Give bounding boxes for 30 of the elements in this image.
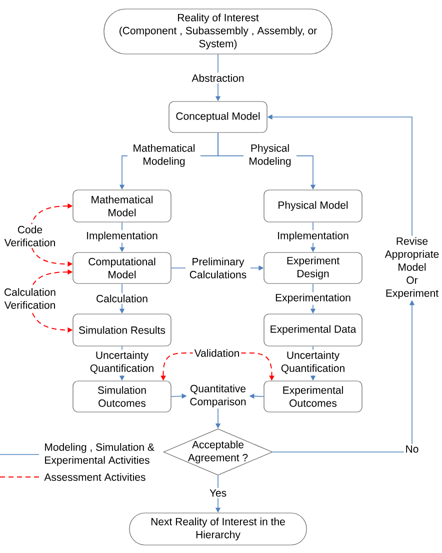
process-box: Mathematical Model [72, 190, 172, 222]
edge-label: Physical Modeling [244, 142, 296, 168]
process-box: Experiment Design [264, 252, 362, 284]
edge-label: Code Verification [0, 224, 60, 248]
process-box: Conceptual Model [168, 101, 268, 133]
legend-text: Assessment Activities [44, 473, 146, 481]
edge-label: Yes [208, 488, 228, 498]
edge-label: Uncertainty Quantification [276, 350, 350, 376]
edge-label: Calculation [94, 293, 150, 304]
edge-label: Implementation [84, 230, 160, 243]
edge-label: Abstraction [190, 72, 246, 84]
process-box: Simulation Outcomes [72, 380, 172, 412]
process-box: Experimental Outcomes [264, 380, 362, 412]
edge-label: No [404, 444, 420, 454]
process-box: Experimental Data [264, 314, 362, 346]
edge-label: Implementation [276, 230, 350, 243]
process-box: Physical Model [264, 190, 362, 222]
process-box: Computational Model [72, 252, 172, 284]
step-label: Revise Appropriate Model Or Experiment [384, 237, 439, 299]
edge-label: Mathematical Modeling [128, 142, 200, 168]
edge-label: Uncertainty Quantification [86, 350, 158, 376]
edge-label: Validation [192, 348, 242, 358]
process-box: Simulation Results [72, 314, 172, 346]
edge-label: Calculation Verification [0, 286, 60, 310]
terminal-box: Next Reality of Interest in the Hierarchy [129, 512, 307, 546]
edge-label: Experimentation [274, 292, 352, 305]
step-label: Quantitative Comparison [190, 384, 246, 408]
legend-text: Modeling , Simulation & Experimental Activities [45, 443, 154, 466]
edge-label: Preliminary Calculations [186, 256, 250, 280]
terminal-box: Reality of Interest (Component , Subassembly , Assembly, or System) [104, 8, 332, 54]
